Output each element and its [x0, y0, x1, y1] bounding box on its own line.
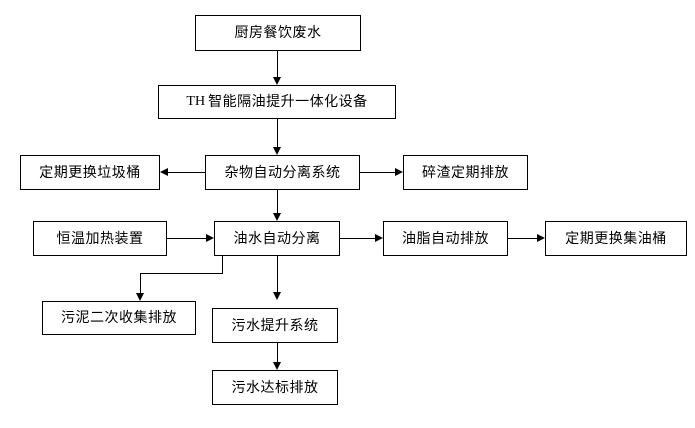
node-slag-periodic-discharge[interactable]: 碎渣定期排放 — [403, 155, 528, 190]
arrowhead-debris-to-slag — [395, 168, 403, 176]
node-label: 碎渣定期排放 — [422, 164, 509, 181]
arrowhead-debris-to-trashbin — [160, 168, 168, 176]
arrowhead-oilwater-to-sludge — [136, 293, 144, 301]
node-label: 污水提升系统 — [231, 317, 319, 334]
edge-debris-to-trashbin — [168, 172, 205, 173]
node-sewage-lifting-system[interactable]: 污水提升系统 — [212, 308, 338, 343]
node-grease-auto-discharge[interactable]: 油脂自动排放 — [383, 221, 508, 256]
edge-debris-to-oilwater — [277, 190, 278, 213]
arrowhead-oilwater-to-sewagelift — [273, 292, 281, 300]
arrowhead-heater-to-oilwater — [206, 234, 214, 242]
node-replace-trash-bin[interactable]: 定期更换垃圾桶 — [20, 155, 160, 190]
arrowhead-grease-to-oildrum — [537, 234, 545, 242]
edge-kitchen-to-equipment — [277, 51, 278, 77]
arrowhead-oilwater-to-grease — [375, 234, 383, 242]
edge-equipment-to-debris — [277, 119, 278, 147]
arrowhead-equipment-to-debris — [273, 147, 281, 155]
node-label: 污泥二次收集排放 — [61, 310, 177, 326]
node-constant-temp-heater[interactable]: 恒温加热装置 — [33, 221, 167, 256]
edge-oilwater-to-sludge-seg2 — [140, 273, 223, 274]
node-sewage-compliant-discharge[interactable]: 污水达标排放 — [212, 370, 338, 405]
node-label: 定期更换垃圾桶 — [39, 164, 141, 181]
node-sludge-secondary-collection[interactable]: 污泥二次收集排放 — [42, 301, 196, 335]
edge-debris-to-slag — [360, 172, 395, 173]
node-label: 定期更换集油桶 — [565, 230, 667, 247]
edge-oilwater-to-sewagelift — [277, 256, 278, 292]
node-replace-oil-drum[interactable]: 定期更换集油桶 — [545, 221, 687, 256]
arrowhead-debris-to-oilwater — [273, 213, 281, 221]
node-debris-auto-separation[interactable]: 杂物自动分离系统 — [205, 155, 360, 190]
edge-grease-to-oildrum — [508, 238, 537, 239]
node-label-prefix: TH — [186, 94, 206, 109]
node-label: 油脂自动排放 — [402, 230, 489, 247]
node-label: 智能隔油提升一体化设备 — [208, 94, 368, 110]
edge-oilwater-to-sludge-seg3 — [140, 273, 141, 294]
edge-heater-to-oilwater — [167, 238, 206, 239]
node-oil-water-separation[interactable]: 油水自动分离 — [214, 221, 340, 256]
edge-sewagelift-to-discharge — [277, 343, 278, 362]
node-label: 污水达标排放 — [231, 379, 319, 396]
arrowhead-kitchen-to-equipment — [273, 77, 281, 85]
node-th-integrated-equipment[interactable]: TH 智能隔油提升一体化设备 — [158, 85, 396, 119]
node-label: 油水自动分离 — [233, 230, 321, 247]
node-label: 杂物自动分离系统 — [224, 164, 341, 181]
node-label: 厨房餐饮废水 — [234, 25, 322, 41]
edge-oilwater-to-sludge-seg1 — [222, 256, 223, 274]
node-label: 恒温加热装置 — [56, 230, 144, 247]
arrowhead-sewagelift-to-discharge — [273, 362, 281, 370]
node-kitchen-wastewater[interactable]: 厨房餐饮废水 — [195, 15, 361, 51]
edge-oilwater-to-grease — [340, 238, 375, 239]
